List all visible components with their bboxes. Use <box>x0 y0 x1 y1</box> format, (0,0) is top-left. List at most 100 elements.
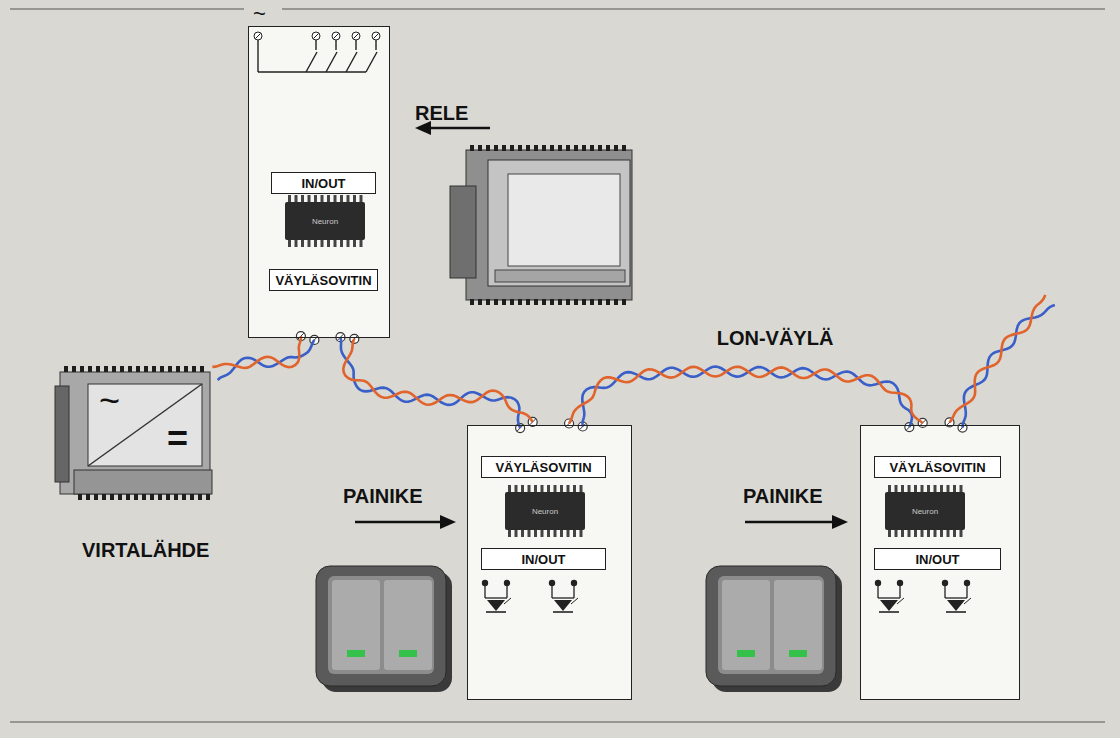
circuit-symbols <box>518 145 522 151</box>
circuit-symbols <box>897 598 904 604</box>
circuit-symbols <box>494 145 498 151</box>
circuit-symbols <box>946 611 966 613</box>
circuit-symbols <box>128 366 132 372</box>
circuit-symbols <box>314 195 317 202</box>
circuit-symbols <box>142 494 146 500</box>
circuit-symbols <box>354 34 359 39</box>
circuit-symbols <box>254 32 262 40</box>
circuit-symbols <box>534 485 537 492</box>
circuit-symbols <box>518 299 522 305</box>
circuit-symbols <box>877 583 878 598</box>
circuit-symbols <box>327 195 330 202</box>
circuit-symbols <box>150 494 154 500</box>
circuit-symbols <box>353 195 356 202</box>
pointer-arrow <box>355 521 443 524</box>
function-box: IN/OUT <box>874 548 1001 570</box>
circuit-symbols <box>340 240 343 247</box>
circuit-symbols <box>352 32 360 40</box>
relay-picture <box>450 186 476 278</box>
circuit-symbols <box>258 71 366 72</box>
circuit-symbols <box>64 366 68 372</box>
circuit-symbols <box>566 145 570 151</box>
circuit-symbols <box>174 494 178 500</box>
circuit-symbols <box>346 52 357 72</box>
circuit-symbols <box>515 485 518 492</box>
circuit-symbols <box>366 52 377 72</box>
bus-cable <box>212 336 314 380</box>
circuit-symbols <box>542 299 546 305</box>
circuit-symbols <box>590 299 594 305</box>
circuit-symbols <box>160 366 164 372</box>
circuit-symbols <box>332 32 340 40</box>
circuit-symbols <box>528 485 531 492</box>
circuit-symbols <box>80 366 84 372</box>
circuit-symbols <box>190 494 194 500</box>
circuit-symbols <box>308 195 311 202</box>
circuit-symbols <box>526 145 530 151</box>
circuit-symbols <box>144 366 148 372</box>
circuit-symbols <box>945 597 967 598</box>
box-label: VÄYLÄSOVITIN <box>889 460 985 475</box>
circuit-symbols <box>914 485 917 492</box>
circuit-symbols <box>901 530 904 537</box>
circuit-symbols <box>953 530 956 537</box>
label-text: ~ <box>99 383 120 419</box>
power-supply: ~=VIRTALÄHDE <box>55 365 215 505</box>
circuit-symbols <box>306 52 317 72</box>
circuit-symbols <box>934 485 937 492</box>
circuit-symbols <box>551 583 552 598</box>
circuit-symbols <box>301 240 304 247</box>
circuit-symbols <box>347 240 350 247</box>
switch-picture <box>316 566 452 692</box>
relay-picture <box>495 270 625 282</box>
box-label: IN/OUT <box>301 176 345 191</box>
bus-wire <box>950 295 1046 422</box>
circuit-symbols <box>521 485 524 492</box>
circuit-symbols <box>182 494 186 500</box>
switch-picture <box>316 566 446 686</box>
power-supply-picture <box>55 386 69 482</box>
circuit-symbols <box>288 240 291 247</box>
circuit-symbols <box>104 366 108 372</box>
pointer-arrow <box>832 515 848 529</box>
circuit-symbols <box>940 530 943 537</box>
circuit-symbols <box>547 485 550 492</box>
circuit-symbols <box>295 195 298 202</box>
switch-picture <box>384 580 432 670</box>
circuit-symbols <box>547 530 550 537</box>
circuit-symbols <box>478 145 482 151</box>
circuit-symbols <box>470 145 474 151</box>
circuit-symbols <box>355 40 356 50</box>
circuit-symbols <box>567 530 570 537</box>
circuit-symbols <box>312 32 320 40</box>
circuit-symbols <box>510 145 514 151</box>
circuit-symbols <box>921 485 924 492</box>
circuit-symbols <box>485 597 507 598</box>
bus-label: LON-VÄYLÄ <box>714 327 837 350</box>
label-text: PAINIKE <box>743 486 823 506</box>
circuit-symbols <box>360 240 363 247</box>
pointer-arrow <box>355 121 848 529</box>
circuit-symbols <box>198 494 202 500</box>
chip-label: Neuron <box>912 507 938 516</box>
circuit-symbols <box>574 145 578 151</box>
circuit-symbols <box>136 366 140 372</box>
circuit-symbols <box>541 485 544 492</box>
circuit-symbols <box>550 145 554 151</box>
circuit-symbols <box>64 32 971 612</box>
circuit-symbols <box>166 494 170 500</box>
circuit-symbols <box>573 530 576 537</box>
module-box: IN/OUTVÄYLÄSOVITIN~RELE <box>248 26 390 338</box>
circuit-symbols <box>72 366 76 372</box>
circuit-symbols <box>375 40 376 50</box>
circuit-symbols <box>314 34 319 39</box>
page-rule <box>282 8 1105 9</box>
circuit-symbols <box>580 530 583 537</box>
circuit-symbols <box>96 366 100 372</box>
circuit-symbols <box>321 195 324 202</box>
function-box: IN/OUT <box>481 548 606 570</box>
circuit-symbols <box>321 240 324 247</box>
circuit-symbols <box>614 299 618 305</box>
